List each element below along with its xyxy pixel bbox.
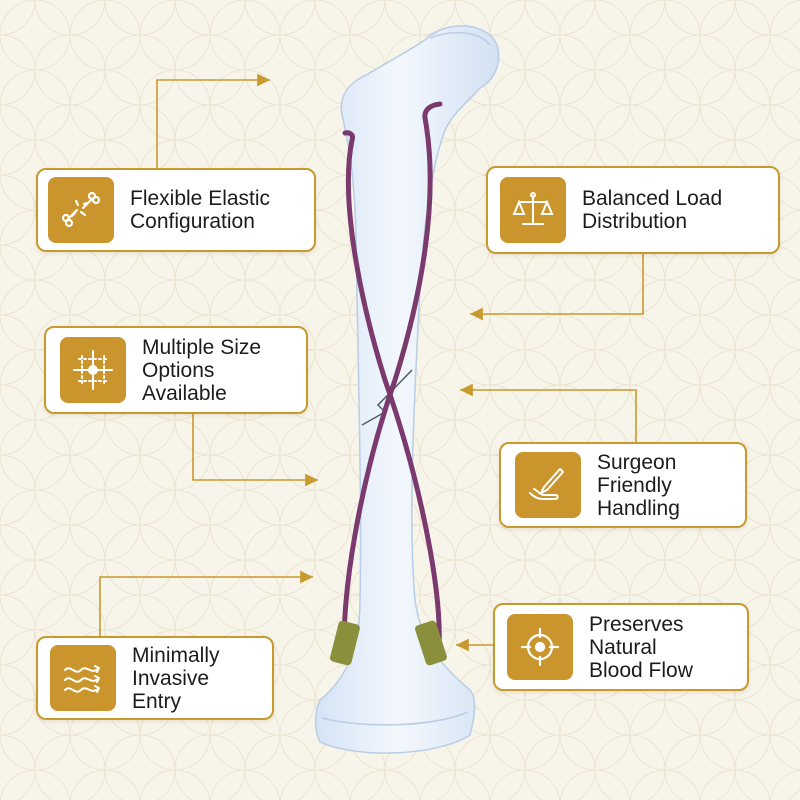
feature-label: Multiple Size Options Available [142, 335, 262, 405]
elastic-nails [330, 101, 447, 666]
balance-scale-icon [500, 177, 566, 243]
feature-label: Balanced Load Distribution [582, 187, 723, 233]
broken-bone-icon [48, 177, 114, 243]
femur-bone [314, 25, 500, 754]
feature-label: Minimally Invasive Entry [132, 643, 220, 713]
feature-card-blood-flow: Preserves Natural Blood Flow [493, 603, 749, 691]
feature-label: Flexible Elastic Configuration [130, 187, 271, 233]
feature-card-flexible-elastic: Flexible Elastic Configuration [36, 168, 316, 252]
target-icon [507, 614, 573, 680]
feature-card-balanced-load: Balanced Load Distribution [486, 166, 780, 254]
crosshair-grid-icon [60, 337, 126, 403]
wavy-arrows-icon [50, 645, 116, 711]
connector-lines [99, 73, 644, 652]
feature-card-minimally-invasive: Minimally Invasive Entry [36, 636, 274, 720]
feature-card-surgeon-friendly: Surgeon Friendly Handling [499, 442, 747, 528]
feature-card-multiple-sizes: Multiple Size Options Available [44, 326, 308, 414]
hand-holding-pen-icon [515, 452, 581, 518]
feature-label: Preserves Natural Blood Flow [589, 612, 693, 682]
feature-label: Surgeon Friendly Handling [597, 450, 680, 520]
